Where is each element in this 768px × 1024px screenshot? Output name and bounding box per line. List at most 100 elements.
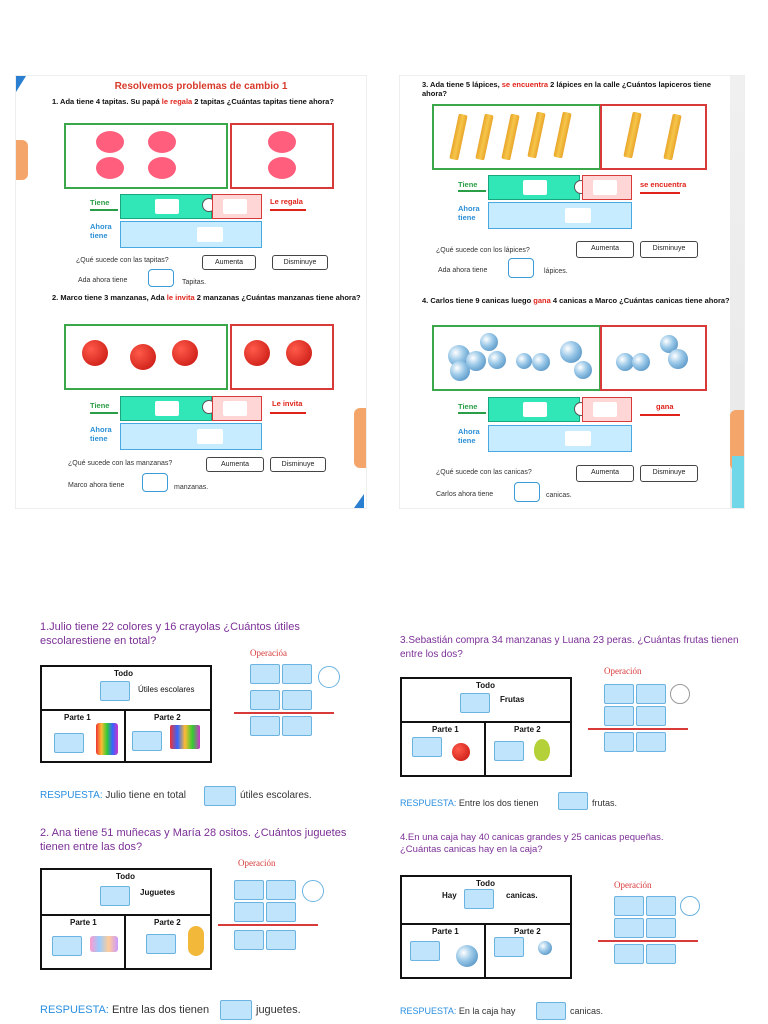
q2-change-input[interactable] [223, 401, 247, 416]
todo-input[interactable] [100, 681, 130, 701]
todo-label: Todo [116, 872, 135, 881]
red-arrow-icon [270, 209, 306, 211]
operation-cell[interactable] [250, 690, 280, 710]
q4-ahora-label: Ahora tiene [458, 427, 480, 445]
q1-ahora-input[interactable] [197, 227, 223, 242]
q4-tiene-label: Tiene [458, 402, 478, 411]
parte-1-label: Parte 1 [432, 927, 459, 936]
operation-cell[interactable] [234, 902, 264, 922]
operation-sign-circle[interactable] [670, 684, 690, 704]
operation-cell[interactable] [234, 880, 264, 900]
operation-cell[interactable] [266, 902, 296, 922]
aumenta-button[interactable]: Aumenta [202, 255, 256, 270]
apple-icon [452, 743, 470, 761]
operation-cell[interactable] [282, 716, 312, 736]
pencil-icon [449, 113, 468, 161]
operation-cell[interactable] [604, 706, 634, 726]
q3-tiene-input[interactable] [523, 180, 547, 195]
parte-2-input[interactable] [494, 937, 524, 957]
dolls-icon [90, 936, 118, 952]
parte-1-label: Parte 1 [64, 713, 91, 722]
operation-cell[interactable] [646, 918, 676, 938]
operation-cell[interactable] [636, 732, 666, 752]
operation-cell[interactable] [646, 896, 676, 916]
aumenta-button[interactable]: Aumenta [576, 465, 634, 482]
parte-2-input[interactable] [494, 741, 524, 761]
operation-cell[interactable] [614, 896, 644, 916]
teddy-bear-icon [188, 926, 204, 956]
tapita-icon [96, 131, 124, 153]
disminuye-button[interactable]: Disminuye [270, 457, 326, 472]
tapita-icon [96, 157, 124, 179]
q4-change-input[interactable] [593, 402, 617, 417]
problem-3-table: Todo Frutas Parte 1 Parte 2 [400, 677, 572, 777]
q3-ahora-label: Ahora tiene [458, 204, 480, 222]
q1-tiene-label: Tiene [90, 198, 110, 207]
problem-1-table: Todo Útiles escolares Parte 1 Parte 2 [40, 665, 212, 763]
q4-tiene-input[interactable] [523, 402, 547, 417]
q1-answer-box[interactable] [148, 269, 174, 287]
operation-cell[interactable] [604, 684, 634, 704]
q3-answer-box[interactable] [508, 258, 534, 278]
q3-change-input[interactable] [593, 180, 617, 195]
operation-cell[interactable] [266, 880, 296, 900]
disminuye-button[interactable]: Disminuye [272, 255, 328, 270]
problem-3-answer: RESPUESTA: Entre los dos tienen [400, 798, 539, 808]
parte-2-input[interactable] [146, 934, 176, 954]
operation-cell[interactable] [614, 944, 644, 964]
q3-ahora-input[interactable] [565, 208, 591, 223]
problem-3-answer-input[interactable] [558, 792, 588, 810]
problem-2-question: 2. Ana tiene 51 muñecas y María 28 osito… [40, 827, 347, 853]
green-arrow-icon [458, 412, 486, 414]
todo-input[interactable] [460, 693, 490, 713]
operation-cell[interactable] [234, 930, 264, 950]
operation-cell[interactable] [614, 918, 644, 938]
operation-cell[interactable] [604, 732, 634, 752]
operation-cell[interactable] [646, 944, 676, 964]
parte-2-input[interactable] [132, 731, 162, 751]
problem-4-answer-input[interactable] [536, 1002, 566, 1020]
operation-line [598, 940, 698, 942]
parte-1-input[interactable] [54, 733, 84, 753]
q1-tiene-bar [120, 194, 212, 219]
todo-input[interactable] [100, 886, 130, 906]
disminuye-button[interactable]: Disminuye [640, 241, 698, 258]
problem-2-answer-input[interactable] [220, 1000, 252, 1020]
q4-ahora-input[interactable] [565, 431, 591, 446]
q2-answer-box[interactable] [142, 473, 168, 492]
tapita-icon [148, 131, 176, 153]
operation-cell[interactable] [266, 930, 296, 950]
operation-cell[interactable] [636, 706, 666, 726]
q4-answer-box[interactable] [514, 482, 540, 502]
red-arrow-icon [270, 412, 306, 414]
disminuye-button[interactable]: Disminuye [640, 465, 698, 482]
aumenta-button[interactable]: Aumenta [576, 241, 634, 258]
parte-1-input[interactable] [52, 936, 82, 956]
todo-label: Todo [114, 669, 133, 678]
operation-sign-circle[interactable] [318, 666, 340, 688]
q2-ahora-bar [120, 423, 262, 450]
q2-ahora-input[interactable] [197, 429, 223, 444]
corner-accent-icon [732, 456, 744, 508]
q2-tiene-input[interactable] [155, 401, 179, 416]
problem-1-answer-input[interactable] [204, 786, 236, 806]
operation-cell[interactable] [282, 664, 312, 684]
pencil-icon [663, 113, 682, 161]
operation-sign-circle[interactable] [302, 880, 324, 902]
parte-1-input[interactable] [410, 941, 440, 961]
tapita-icon [268, 131, 296, 153]
table-divider [484, 721, 486, 775]
q4-final-unit: canicas. [546, 492, 572, 499]
operation-cell[interactable] [636, 684, 666, 704]
operation-cell[interactable] [250, 716, 280, 736]
q1-change-input[interactable] [223, 199, 247, 214]
operation-cell[interactable] [250, 664, 280, 684]
parte-1-input[interactable] [412, 737, 442, 757]
aumenta-button[interactable]: Aumenta [206, 457, 264, 472]
operation-cell[interactable] [282, 690, 312, 710]
q1-tiene-input[interactable] [155, 199, 179, 214]
todo-input[interactable] [464, 889, 494, 909]
operation-sign-circle[interactable] [680, 896, 700, 916]
q2-ahora-label: Ahora tiene [90, 425, 112, 443]
q2-final-text: Marco ahora tiene [68, 482, 125, 489]
